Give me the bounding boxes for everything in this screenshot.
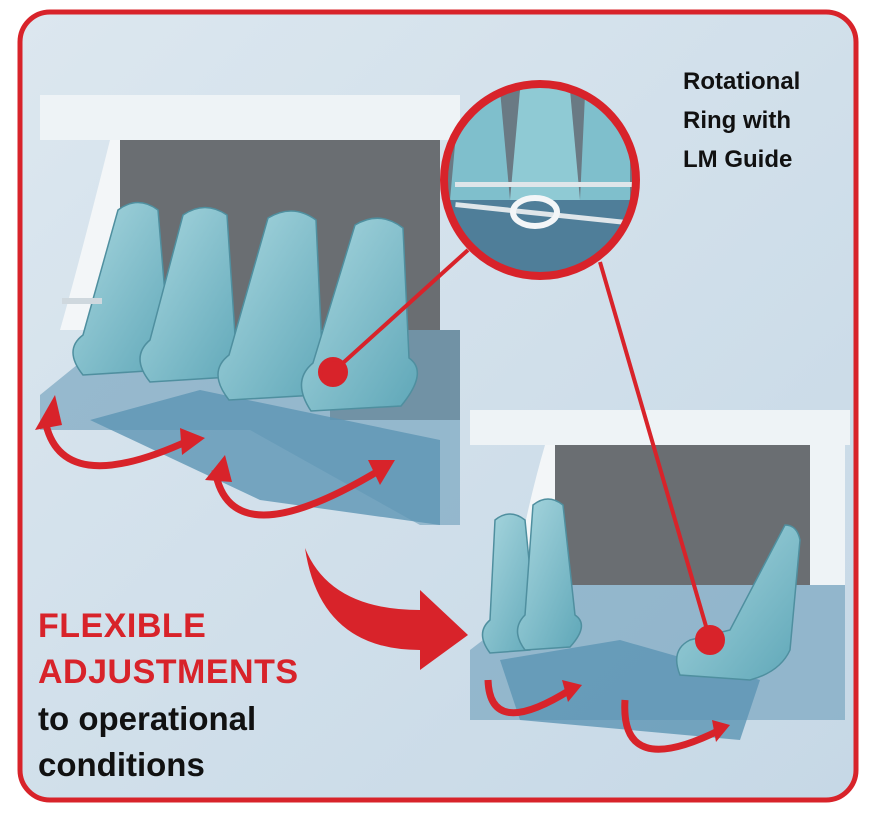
magnifier-detail (440, 80, 640, 280)
arrow-heads (35, 395, 730, 742)
callout-label: Rotational Ring with LM Guide (683, 62, 800, 179)
dot-marker (318, 357, 348, 387)
rotation-arrows (41, 419, 722, 753)
cabin-top-left (40, 95, 460, 525)
headline-line: FLEXIBLE (38, 607, 207, 645)
headline-line: ADJUSTMENTS (38, 653, 299, 691)
callout-line: LM Guide (683, 146, 793, 173)
dot-marker (695, 625, 725, 655)
leader-lines (318, 248, 725, 655)
callout-line: Rotational (683, 68, 801, 95)
callout-line: Ring with (683, 107, 791, 134)
transition-arrow (305, 548, 468, 670)
subline-line: to operational (38, 700, 257, 737)
headline: FLEXIBLE ADJUSTMENTS (38, 603, 299, 695)
subline-line: conditions (38, 746, 205, 783)
subline: to operational conditions (38, 696, 256, 788)
